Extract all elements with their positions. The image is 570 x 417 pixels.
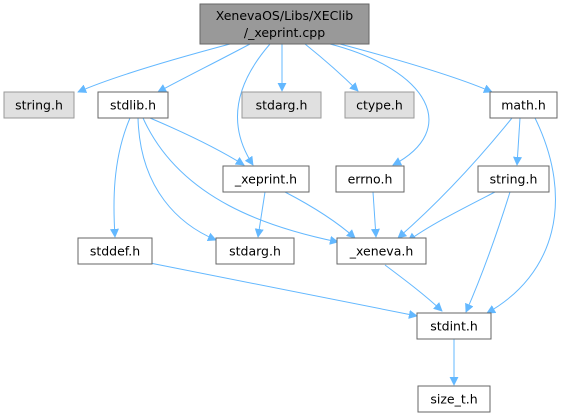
node-ctype-sys-label: ctype.h — [356, 98, 403, 113]
node-stddef[interactable]: stddef.h — [77, 237, 153, 265]
edge-xeneva-stdint — [384, 264, 443, 312]
edge-xeprint-stdarg-local — [254, 191, 266, 238]
node-xeprint[interactable]: _xeprint.h — [222, 165, 310, 193]
node-errno-label: errno.h — [348, 172, 393, 187]
node-root[interactable]: XenevaOS/Libs/XEClib /_xeprint.cpp — [199, 3, 370, 45]
node-string-sys-label: string.h — [15, 98, 63, 113]
edge-root-xeprint — [236, 43, 271, 166]
edge-root-stdlib — [157, 43, 251, 93]
edge-math-string-local — [513, 117, 523, 166]
node-stdlib-label: stdlib.h — [110, 98, 156, 113]
node-xeprint-label: _xeprint.h — [234, 172, 297, 187]
edge-root-math — [339, 43, 493, 93]
edge-math-xeneva — [397, 117, 513, 239]
node-root-line2: /_xeprint.cpp — [244, 25, 325, 40]
edge-math-stdint — [486, 117, 556, 314]
node-xeneva-label: _xeneva.h — [349, 244, 414, 259]
node-size-t[interactable]: size_t.h — [417, 385, 491, 413]
edge-root-ctype-sys — [304, 43, 359, 92]
nodes: XenevaOS/Libs/XEClib /_xeprint.cpp strin… — [3, 3, 558, 413]
edge-root-errno — [329, 43, 430, 166]
edge-root-string-sys — [77, 43, 231, 93]
edge-stdlib-stddef — [110, 117, 131, 238]
edge-stdlib-stdarg-local — [137, 117, 217, 242]
edge-errno-xeneva — [370, 191, 380, 238]
node-errno[interactable]: errno.h — [335, 165, 405, 193]
node-root-line1: XenevaOS/Libs/XEClib — [216, 8, 354, 23]
node-size-t-label: size_t.h — [430, 392, 477, 407]
node-stdarg-local[interactable]: stdarg.h — [215, 237, 295, 265]
edge-stdlib-xeprint — [149, 117, 245, 166]
node-stdarg-sys-label: stdarg.h — [256, 98, 308, 113]
node-math[interactable]: math.h — [489, 91, 558, 119]
edges — [77, 43, 556, 386]
node-stdlib[interactable]: stdlib.h — [97, 91, 169, 119]
node-math-label: math.h — [501, 98, 546, 113]
node-stdint[interactable]: stdint.h — [416, 312, 492, 340]
edge-stdlib-xeneva — [142, 117, 339, 245]
node-ctype-sys[interactable]: ctype.h — [344, 91, 415, 119]
edge-string-local-stdint — [465, 191, 511, 313]
edge-xeprint-xeneva — [284, 191, 356, 239]
node-stdint-label: stdint.h — [430, 319, 478, 334]
node-string-local[interactable]: string.h — [477, 165, 550, 193]
node-stdarg-local-label: stdarg.h — [229, 244, 281, 259]
node-string-sys[interactable]: string.h — [3, 91, 75, 119]
edge-string-local-xeneva — [407, 191, 496, 242]
edge-stddef-stdint — [149, 262, 418, 319]
node-string-local-label: string.h — [490, 172, 538, 187]
node-stddef-label: stddef.h — [90, 244, 140, 259]
node-xeneva[interactable]: _xeneva.h — [336, 237, 427, 265]
node-stdarg-sys[interactable]: stdarg.h — [241, 91, 322, 119]
